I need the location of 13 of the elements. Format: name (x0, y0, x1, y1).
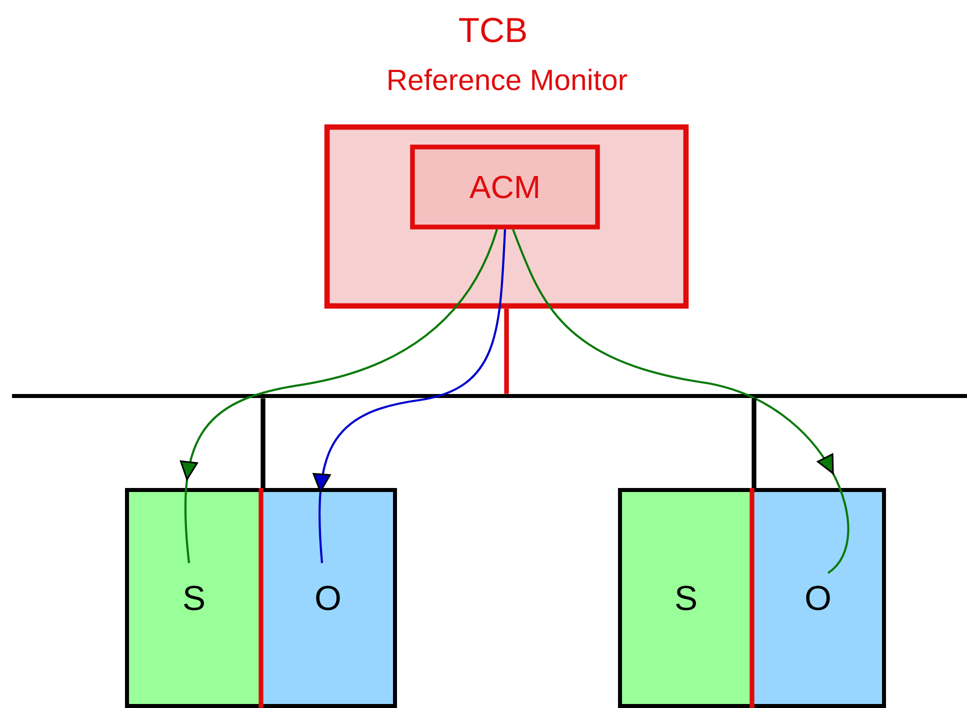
object-box: O (259, 488, 397, 708)
acm-box: ACM (410, 144, 600, 230)
object-box: O (750, 488, 886, 708)
arrow (512, 228, 850, 574)
subject-box: S (618, 488, 754, 708)
node-label: Reference Monitor (388, 68, 628, 90)
subject-box: S (125, 488, 263, 708)
arrow (180, 228, 498, 564)
node-label: TCB (459, 18, 526, 42)
bus-bar (12, 394, 967, 398)
connector-line (752, 398, 756, 488)
connector-line (260, 398, 266, 488)
connector-line (504, 308, 509, 394)
